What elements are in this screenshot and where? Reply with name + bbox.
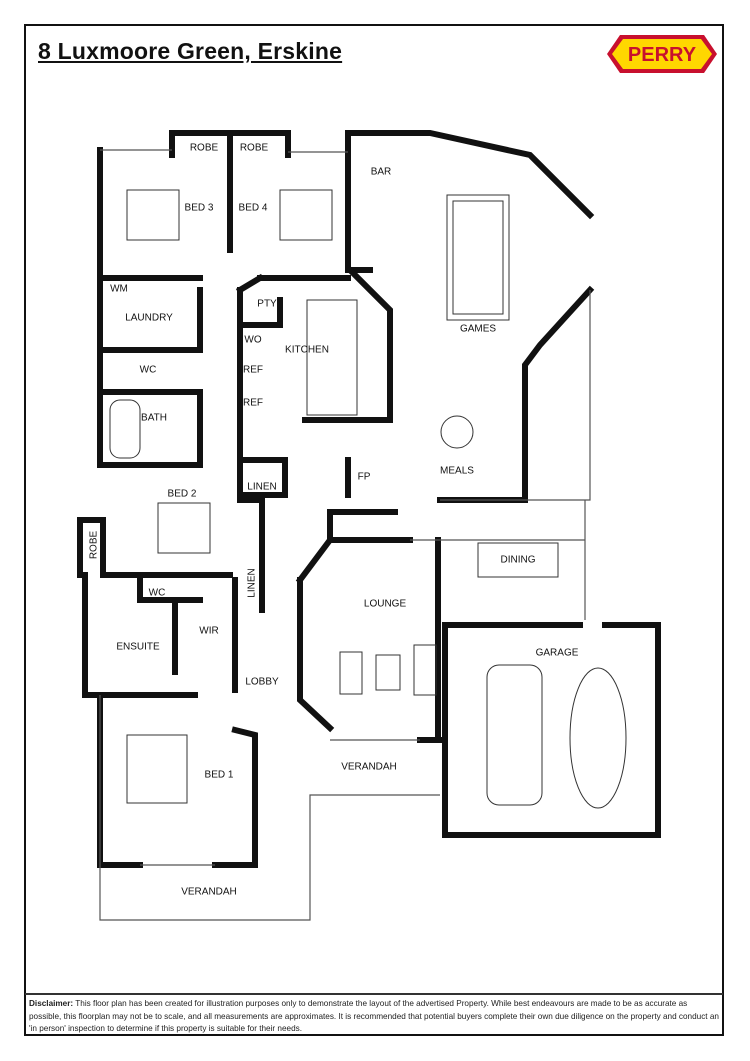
perry-logo: PERRY <box>607 35 717 73</box>
room-label-laundry: LAUNDRY <box>125 312 173 324</box>
disclaimer-text: This floor plan has been created for ill… <box>29 999 719 1033</box>
room-label-wo: WO <box>244 334 262 346</box>
room-label-ref: REF <box>243 397 263 409</box>
room-label-verandah: VERANDAH <box>341 761 397 773</box>
room-label-ref: REF <box>243 364 263 376</box>
room-label-bed4: BED 4 <box>238 202 268 214</box>
room-label-games: GAMES <box>459 323 497 335</box>
room-label-robe: ROBE <box>239 142 269 154</box>
room-label-fp: FP <box>357 471 371 483</box>
room-label-garage: GARAGE <box>535 647 579 659</box>
room-label-verandah: VERANDAH <box>181 886 237 898</box>
room-label-wir: WIR <box>199 625 219 637</box>
room-label-wc: WC <box>139 364 157 376</box>
svg-text:PERRY: PERRY <box>628 44 697 66</box>
room-label-linen: LINEN <box>247 481 277 493</box>
room-label-linen: LINEN <box>246 568 258 598</box>
room-label-robe: ROBE <box>88 530 100 560</box>
room-label-bar: BAR <box>370 166 392 178</box>
disclaimer-label: Disclaimer: <box>29 999 74 1008</box>
room-label-bed2: BED 2 <box>167 488 197 500</box>
page-frame <box>24 24 724 1036</box>
page-title: 8 Luxmoore Green, Erskine <box>38 38 343 64</box>
room-label-bed3: BED 3 <box>184 202 214 214</box>
room-label-wc: WC <box>148 587 166 599</box>
room-label-meals: MEALS <box>440 465 474 477</box>
room-label-lounge: LOUNGE <box>363 598 407 610</box>
room-label-bed1: BED 1 <box>204 769 234 781</box>
room-label-ensuite: ENSUITE <box>116 641 160 653</box>
room-label-kitchen: KITCHEN <box>285 344 329 356</box>
room-label-wm: WM <box>110 283 128 295</box>
room-label-dining: DINING <box>500 554 536 566</box>
room-label-pty: PTY <box>257 298 277 310</box>
disclaimer: Disclaimer: This floor plan has been cre… <box>25 993 723 1035</box>
room-label-robe: ROBE <box>189 142 219 154</box>
room-label-bath: BATH <box>141 412 167 424</box>
room-label-lobby: LOBBY <box>245 676 279 688</box>
